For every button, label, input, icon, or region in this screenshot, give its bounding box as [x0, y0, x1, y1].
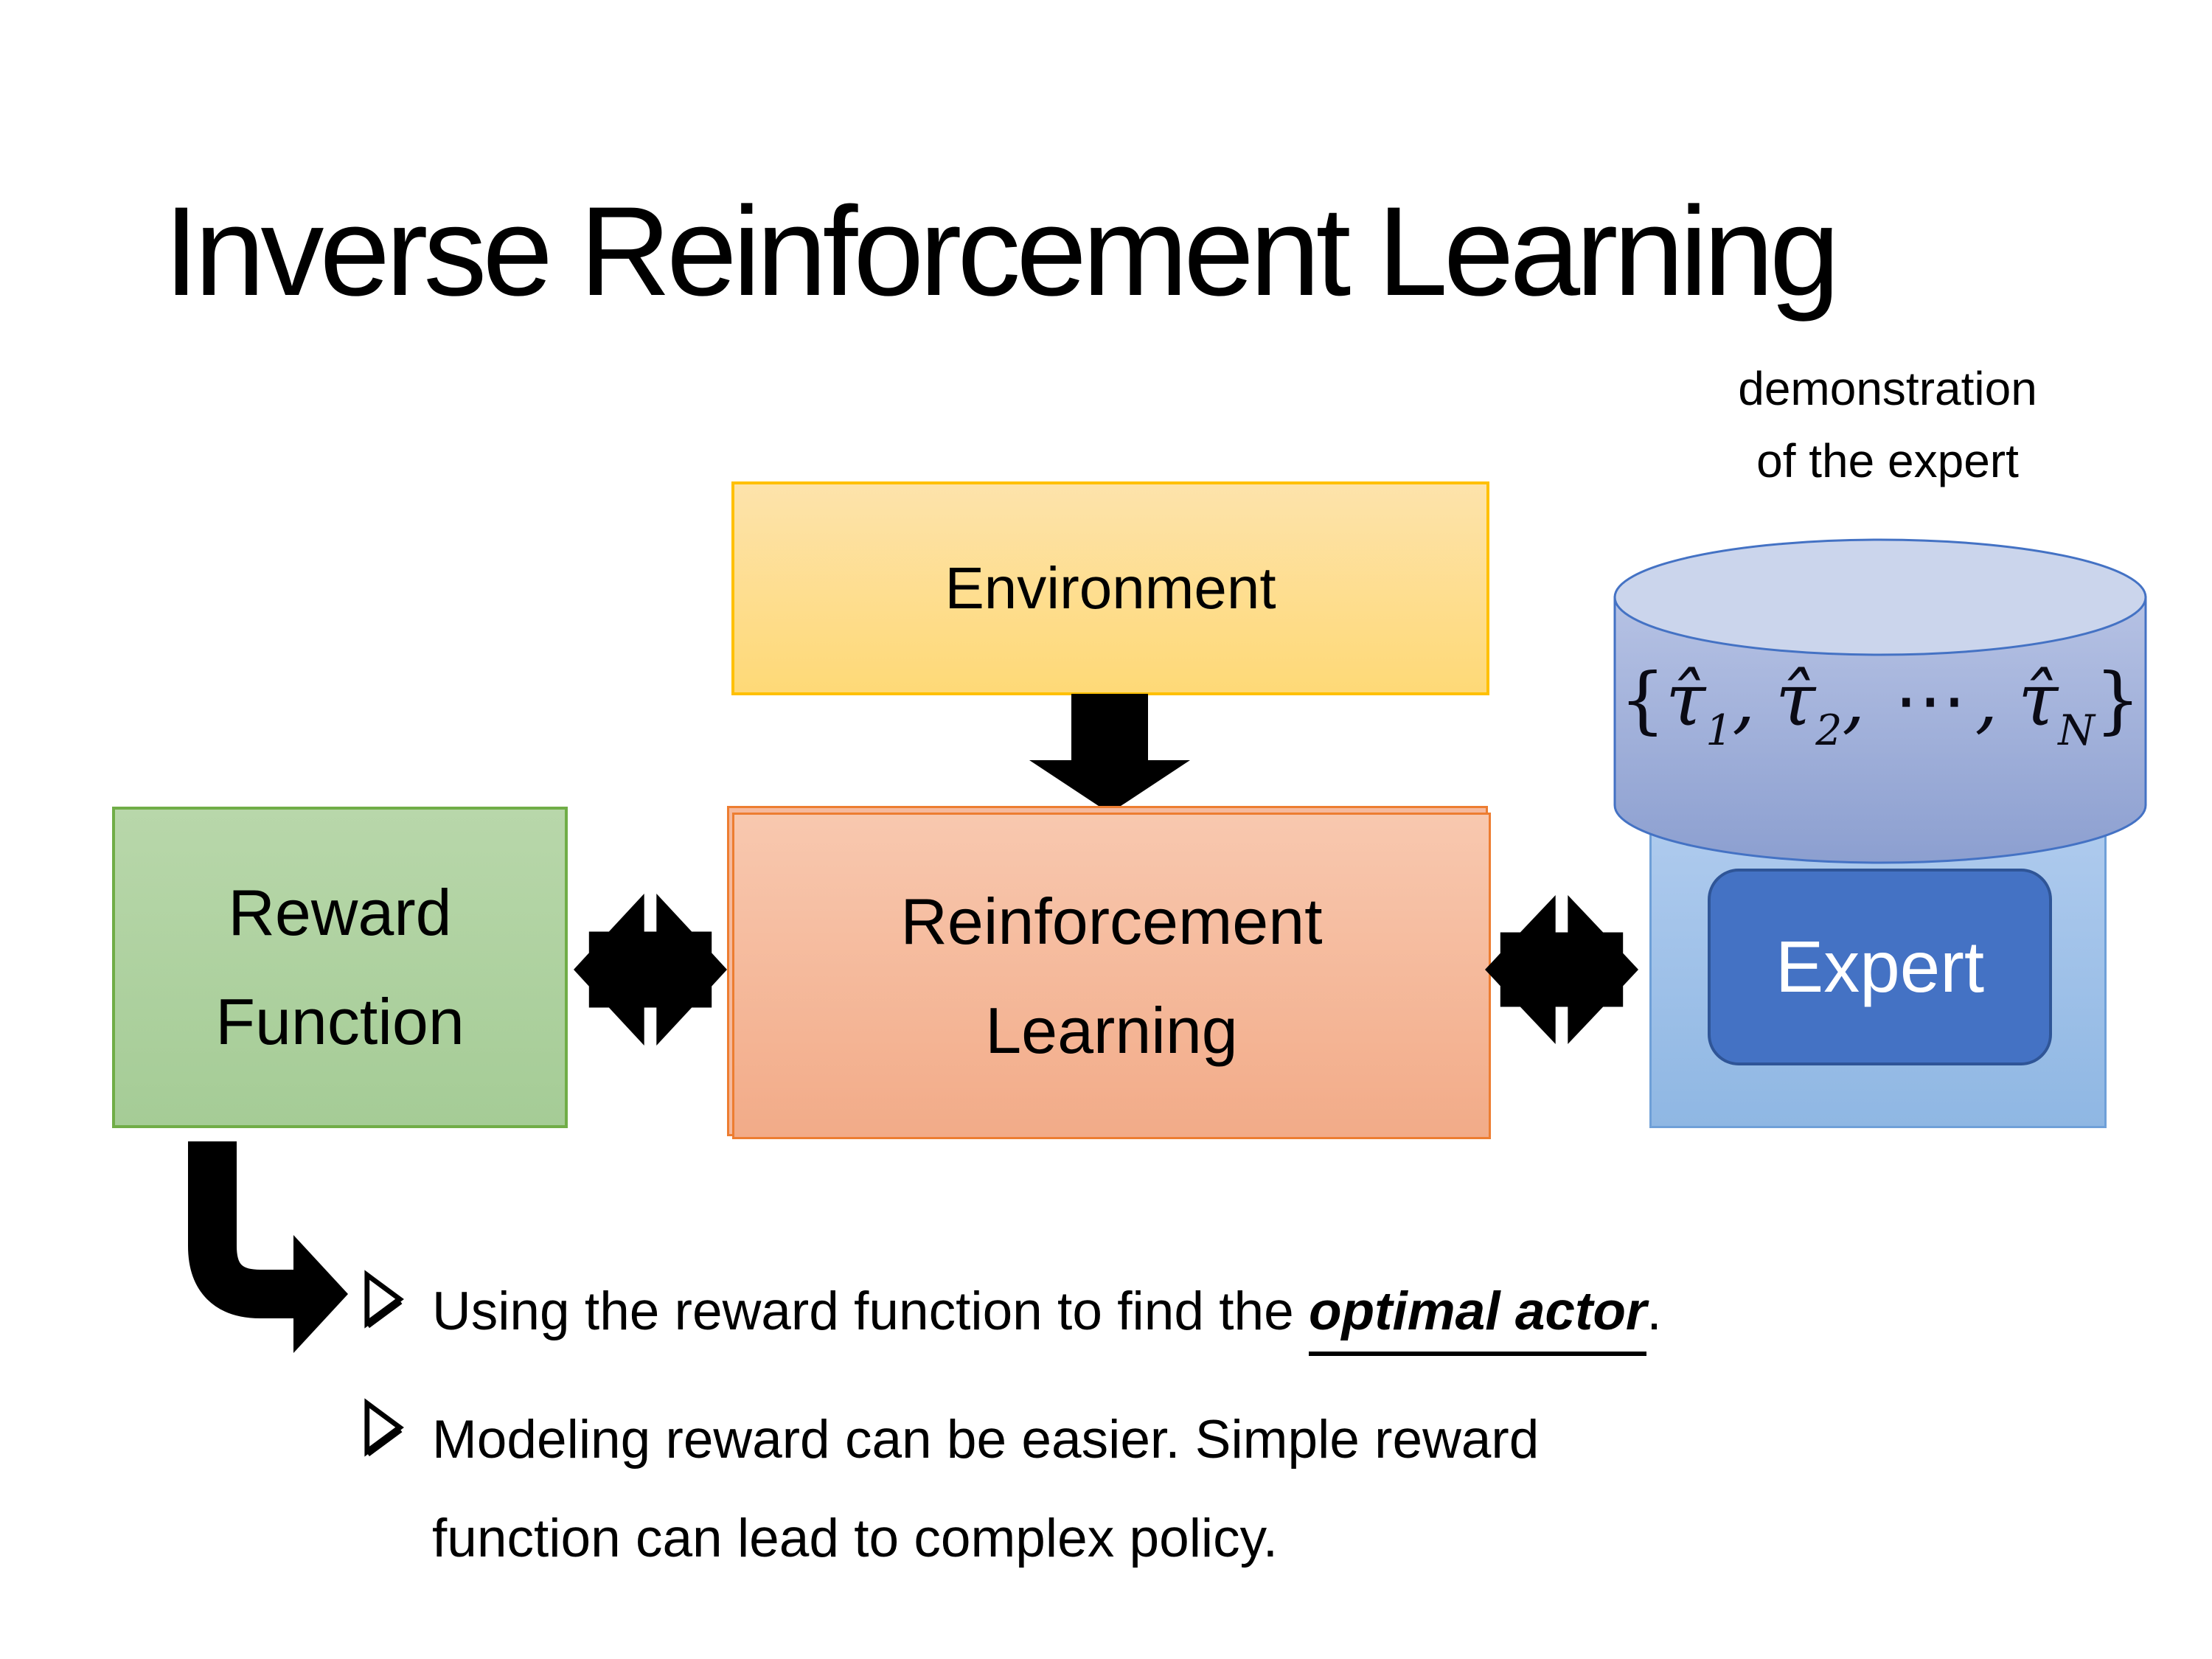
expert-label: Expert	[1775, 926, 1985, 1007]
formula-tauN: τ̂	[2018, 658, 2059, 742]
demonstration-label: demonstration of the expert	[1571, 352, 2205, 497]
reinforcement-learning-box: Reinforcement Learning	[727, 806, 1494, 1142]
formula-comma1: ,	[1732, 658, 1756, 742]
double-arrow-left-icon	[574, 894, 727, 1046]
formula-tau2: τ̂	[1775, 658, 1816, 742]
down-arrow-icon	[1029, 694, 1190, 813]
reward-function-label-line2: Function	[215, 985, 465, 1058]
reinforcement-learning-label-line1: Reinforcement	[900, 884, 1323, 958]
bullet-2-text: Modeling reward can be easier. Simple re…	[432, 1391, 1539, 1588]
expert-box: Expert	[1708, 869, 2052, 1065]
reinforcement-learning-label-line2: Learning	[985, 993, 1238, 1067]
reward-function-box: Reward Function	[112, 807, 568, 1128]
demonstration-label-line1: demonstration	[1738, 362, 2037, 415]
formula-sub2: 2	[1815, 706, 1843, 756]
bullet-item-1: Using the reward function to find the op…	[363, 1262, 1662, 1361]
bullet-1-emphasis: optimal actor	[1308, 1281, 1647, 1356]
formula-sub1: 1	[1705, 706, 1733, 756]
environment-box: Environment	[731, 481, 1489, 695]
bullet-2-line2: function can lead to complex policy.	[432, 1509, 1279, 1568]
formula-comma2: ,	[1842, 658, 1865, 742]
demonstration-label-line2: of the expert	[1756, 434, 2019, 487]
bullet-item-2: Modeling reward can be easier. Simple re…	[363, 1391, 1539, 1588]
formula-open-brace: {	[1619, 658, 1666, 742]
trajectory-set-formula: {τ̂1,τ̂2,⋯,τ̂N}	[1615, 658, 2146, 752]
bullet-1-text: Using the reward function to find the op…	[432, 1262, 1662, 1361]
formula-comma3: ,	[1975, 658, 1998, 742]
formula-close-brace: }	[2094, 658, 2141, 742]
reward-function-label-line1: Reward	[228, 876, 452, 949]
bullet-1-suffix: .	[1646, 1281, 1662, 1341]
bullet-1-prefix: Using the reward function to find the	[432, 1281, 1309, 1341]
formula-tau1: τ̂	[1666, 658, 1706, 742]
bullet-2-line1: Modeling reward can be easier. Simple re…	[432, 1410, 1540, 1470]
double-arrow-right-icon	[1485, 895, 1638, 1044]
formula-dots: ⋯	[1893, 658, 1966, 742]
formula-subN: N	[2058, 706, 2095, 756]
page-title: Inverse Reinforcement Learning	[164, 181, 1840, 322]
environment-label: Environment	[945, 555, 1276, 621]
database-cylinder-icon	[1613, 538, 2147, 864]
arrowhead-bullet-icon	[364, 1270, 404, 1329]
arrowhead-bullet-icon	[364, 1398, 404, 1457]
elbow-arrow-icon	[188, 1141, 348, 1353]
reinforcement-learning-box-front: Reinforcement Learning	[732, 813, 1491, 1139]
